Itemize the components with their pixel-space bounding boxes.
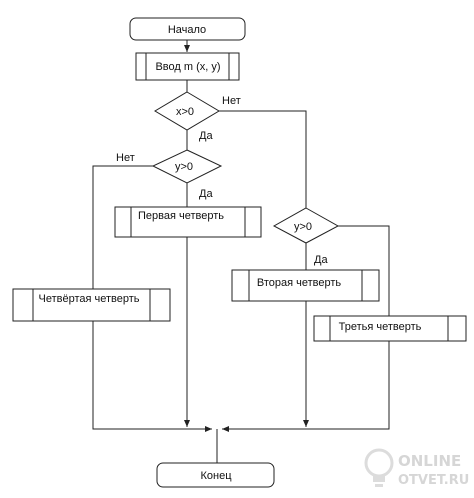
watermark-line2: OTVET.RU (398, 473, 469, 488)
process-q2: Вторая четверть (231, 269, 380, 302)
decision-x-label: x>0 (176, 106, 194, 118)
start-node: Начало (129, 17, 246, 41)
connectors (92, 40, 390, 463)
watermark-line1: ONLINE (398, 452, 461, 470)
process-q1-label: Первая четверть (138, 210, 224, 222)
process-q2-label: Вторая четверть (257, 277, 342, 289)
edge-condyr-no (338, 225, 390, 316)
decision-x-no: Нет (222, 95, 241, 107)
lightbulb-icon (364, 448, 394, 487)
end-label: Конец (200, 470, 232, 482)
process-q4-label: Четвёртая четверть (38, 293, 139, 305)
decision-x-yes: Да (199, 130, 213, 142)
decision-y-left-label: y>0 (175, 161, 193, 173)
decision-y-right: y>0 (272, 207, 340, 244)
input-label: Ввод m (x, y) (155, 61, 220, 73)
end-node: Конец (156, 462, 275, 488)
decision-y-right-yes: Да (314, 254, 328, 266)
process-q3-label: Третья четверть (339, 321, 422, 333)
decision-y-left-yes: Да (199, 188, 213, 200)
watermark: ONLINE OTVET.RU (364, 448, 469, 488)
input-node: Ввод m (x, y) (135, 52, 240, 81)
decision-y-right-label: y>0 (294, 221, 312, 233)
edge-condyl-no (92, 165, 153, 289)
process-q3: Третья четверть (313, 315, 467, 342)
process-q4: Четвёртая четверть (12, 288, 171, 322)
decision-x: x>0 (154, 91, 220, 131)
start-label: Начало (168, 24, 206, 36)
decision-y-left-no: Нет (116, 152, 135, 164)
edge-condx-no (219, 110, 307, 218)
decision-y-left: y>0 (151, 149, 223, 184)
process-q1: Первая четверть (114, 206, 262, 238)
edge-q3-down (222, 341, 390, 432)
edge-q4-down (92, 321, 212, 432)
